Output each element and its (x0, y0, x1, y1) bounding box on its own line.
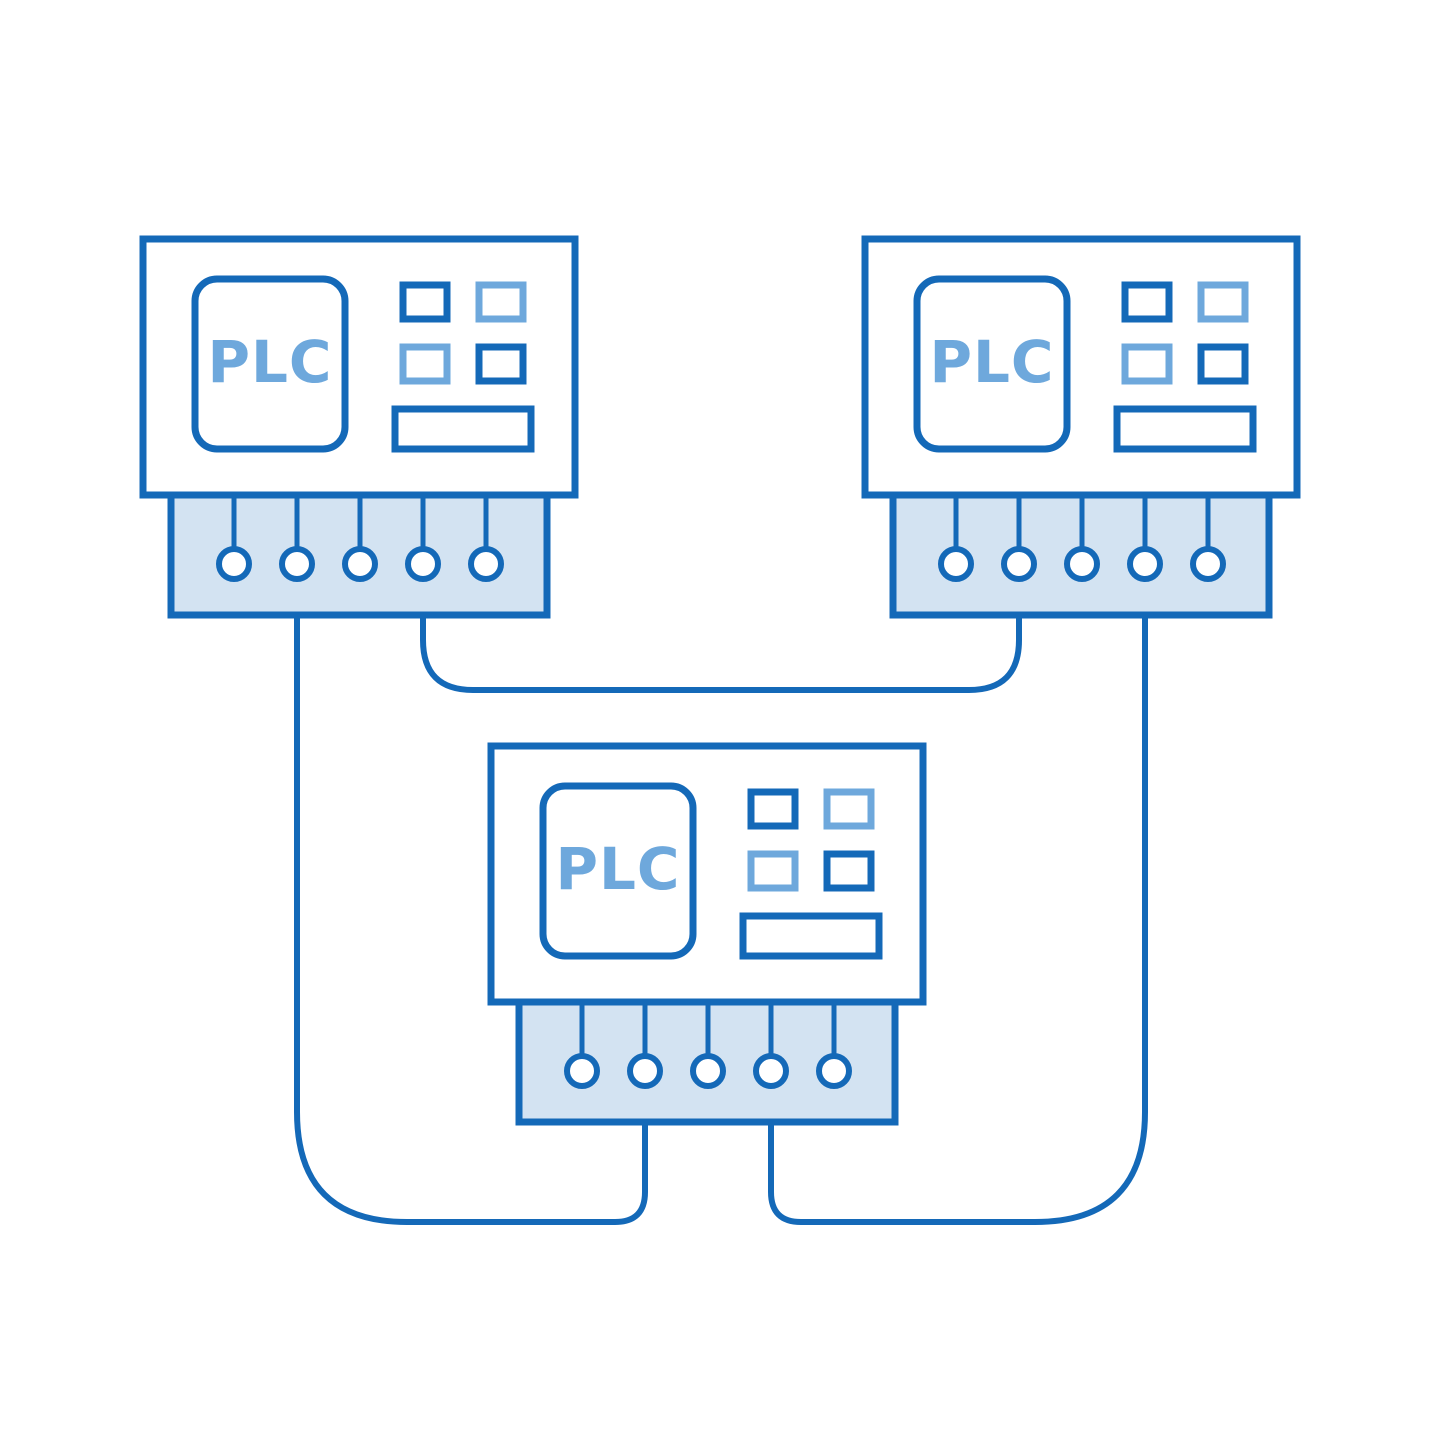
terminal-point[interactable] (1001, 546, 1037, 582)
terminal-point[interactable] (1064, 546, 1100, 582)
terminal-point[interactable] (816, 1053, 852, 1089)
status-led-inactive-icon (1121, 343, 1173, 385)
plc-unit-bottom: PLC (487, 742, 927, 1126)
status-led-active-icon (475, 343, 527, 385)
terminal-connector-lines (579, 1002, 837, 1055)
terminal-point[interactable] (1127, 546, 1163, 582)
terminal-point[interactable] (216, 546, 252, 582)
terminal-point[interactable] (405, 546, 441, 582)
plc-label: PLC (207, 328, 332, 396)
plc-unit-top-left: PLC (139, 235, 579, 619)
status-led-inactive-icon (399, 343, 451, 385)
terminal-point[interactable] (279, 546, 315, 582)
terminal-point[interactable] (627, 1053, 663, 1089)
status-led-inactive-icon (747, 850, 799, 892)
plc-label: PLC (555, 835, 680, 903)
status-led-active-icon (1197, 343, 1249, 385)
plc-processor-icon (191, 275, 349, 453)
status-led-inactive-icon (823, 788, 875, 830)
status-led-active-icon (1121, 281, 1173, 323)
status-led-active-icon (399, 281, 451, 323)
plc-label: PLC (929, 328, 1054, 396)
terminal-point[interactable] (342, 546, 378, 582)
connection-wire (294, 564, 648, 1225)
status-led-inactive-icon (475, 281, 527, 323)
terminal-point[interactable] (753, 1053, 789, 1089)
terminal-point[interactable] (564, 1053, 600, 1089)
terminal-connector-lines (953, 495, 1211, 548)
terminal-points (216, 546, 504, 582)
display-bar-icon (739, 912, 883, 960)
display-bar-icon (1113, 405, 1257, 453)
status-led-active-icon (823, 850, 875, 892)
plc-unit-top-right: PLC (861, 235, 1301, 619)
status-led-inactive-icon (1197, 281, 1249, 323)
terminal-point[interactable] (1190, 546, 1226, 582)
terminal-connector-lines (231, 495, 489, 548)
connection-wire (420, 564, 1022, 693)
status-led-active-icon (747, 788, 799, 830)
plc-processor-icon (913, 275, 1071, 453)
plc-processor-icon (539, 782, 697, 960)
display-bar-icon (391, 405, 535, 453)
connection-wires (294, 564, 1148, 1225)
terminal-points (564, 1053, 852, 1089)
terminal-point[interactable] (690, 1053, 726, 1089)
terminal-point[interactable] (938, 546, 974, 582)
terminal-points (938, 546, 1226, 582)
connection-wire (768, 564, 1148, 1225)
terminal-point[interactable] (468, 546, 504, 582)
